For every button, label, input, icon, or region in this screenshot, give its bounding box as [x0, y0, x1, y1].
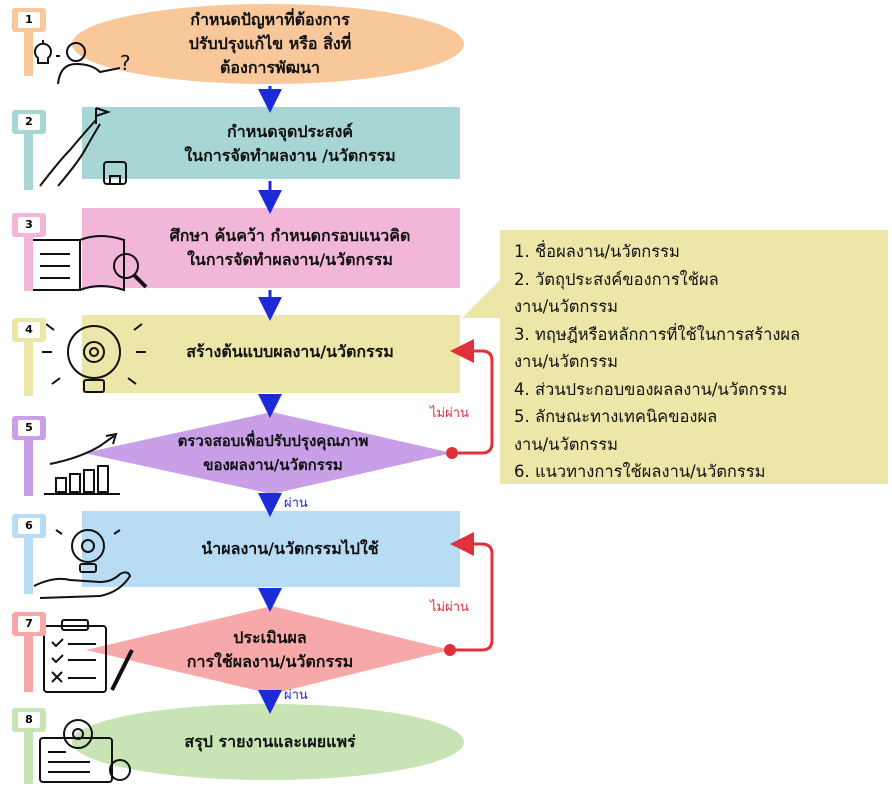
thinking-person-icon: ?: [26, 40, 131, 85]
step-6-tab-stem: [24, 536, 33, 594]
step-8-shape: [72, 704, 464, 780]
step-1-line-3: ต้องการพัฒนา: [220, 58, 320, 77]
step-8-label: สรุป รายงานและเผยแพร่: [140, 730, 400, 754]
certificate-icon: [39, 719, 131, 783]
step-1-shape: [72, 4, 464, 84]
step-6-number: 6: [18, 518, 40, 534]
step-6-label: นำผลงาน/นวัตกรรมไปใช้: [130, 537, 450, 561]
note-line-1: 1. ชื่อผลงาน/นวัตกรรม: [514, 242, 680, 261]
fail-label-2: ไม่ผ่าน: [430, 600, 469, 615]
fail-label-1: ไม่ผ่าน: [430, 406, 469, 421]
note-line-3: งาน/นวัตกรรม: [514, 297, 619, 316]
step-1-line-2: ปรับปรุงแก้ไข หรือ สิ่งที่: [188, 34, 352, 53]
svg-text:?: ?: [120, 51, 131, 75]
step-4-label: สร้างต้นแบบผลงาน/นวัตกรรม: [130, 340, 450, 364]
pass-label-1: ผ่าน: [284, 496, 308, 511]
fail-loop-1-dot: [446, 447, 458, 459]
step-6-shape: [82, 511, 460, 587]
fail-loop-2: [450, 532, 494, 652]
step-3-tab-stem: [24, 235, 33, 291]
step-5-line-2: ของผลงาน/นวัตกรรม: [203, 456, 343, 474]
step-6-line-1: นำผลงาน/นวัตกรรมไปใช้: [201, 539, 379, 558]
step-5-shape: [84, 412, 452, 494]
checklist-icon: [43, 619, 134, 693]
step-3-line-2: ในการจัดทำผลงาน/นวัตกรรม: [187, 250, 393, 269]
step-3-number: 3: [18, 217, 40, 233]
innovation-components-note: 1. ชื่อผลงาน/นวัตกรรม 2. วัตถุประสงค์ของ…: [500, 230, 888, 484]
step-2-number: 2: [18, 114, 40, 130]
fail-loop-2-dot: [444, 644, 456, 656]
step-7-line-1: ประเมินผล: [233, 628, 307, 647]
step-8-tab-stem: [24, 730, 33, 784]
step-7-shape: [86, 606, 450, 694]
step-4-shape: [82, 315, 460, 393]
step-7-label: ประเมินผล การใช้ผลงาน/นวัตกรรม: [120, 626, 420, 674]
step-1-line-1: กำหนดปัญหาที่ต้องการ: [190, 10, 350, 29]
note-pointer: [462, 280, 500, 318]
step-2-tab-stem: [24, 132, 33, 190]
fail-loop-1: [450, 339, 494, 455]
pass-label-2: ผ่าน: [284, 688, 308, 703]
step-7-number: 7: [18, 616, 40, 632]
step-2-label: กำหนดจุดประสงค์ ในการจัดทำผลงาน /นวัตกรร…: [130, 120, 450, 168]
step-2-line-1: กำหนดจุดประสงค์: [227, 122, 353, 141]
note-line-6: 4. ส่วนประกอบของผลลงาน/นวัตกรรม: [514, 379, 788, 399]
step-3-shape: [82, 208, 460, 288]
note-line-4: 3. ทฤษฎีหรือหลักการที่ใช้ในการสร้างผล: [514, 324, 801, 344]
note-line-8: งาน/นวัตกรรม: [514, 434, 619, 454]
step-1-tab-stem: [24, 30, 33, 76]
note-line-7: 5. ลักษณะทางเทคนิคของผล: [514, 407, 718, 426]
step-8-line-1: สรุป รายงานและเผยแพร่: [184, 732, 356, 751]
growth-chart-icon: [44, 432, 120, 495]
step-5-label: ตรวจสอบเพื่อปรับปรุงคุณภาพ ของผลงาน/นวัต…: [118, 429, 428, 477]
step-3-line-1: ศึกษา ค้นคว้า กำหนดกรอบแนวคิด: [169, 226, 411, 245]
step-7-tab-stem: [24, 634, 33, 692]
step-7-line-2: การใช้ผลงาน/นวัตกรรม: [186, 652, 354, 671]
step-1-number: 1: [18, 12, 40, 28]
road-goal-icon: [39, 107, 127, 187]
step-5-line-1: ตรวจสอบเพื่อปรับปรุงคุณภาพ: [177, 432, 369, 450]
hand-lightbulb-icon: [33, 529, 132, 599]
step-1-label: กำหนดปัญหาที่ต้องการ ปรับปรุงแก้ไข หรือ …: [150, 8, 390, 80]
step-4-line-1: สร้างต้นแบบผลงาน/นวัตกรรม: [186, 342, 394, 361]
note-line-5: งาน/นวัตกรรม: [514, 352, 619, 371]
step-4-number: 4: [18, 322, 40, 338]
note-line-9: 6. แนวทางการใช้ผลงาน/นวัตกรรม: [514, 462, 766, 481]
step-4-tab-stem: [24, 340, 33, 396]
step-8-number: 8: [18, 712, 40, 728]
note-line-2: 2. วัตถุประสงค์ของการใช้ผล: [514, 269, 719, 289]
step-5-number: 5: [18, 420, 40, 436]
step-2-line-2: ในการจัดทำผลงาน /นวัตกรรม: [184, 146, 396, 165]
step-3-label: ศึกษา ค้นคว้า กำหนดกรอบแนวคิด ในการจัดทำ…: [130, 224, 450, 272]
step-2-shape: [82, 107, 460, 179]
step-5-tab-stem: [24, 438, 33, 496]
lightbulb-gear-icon: [42, 323, 146, 393]
